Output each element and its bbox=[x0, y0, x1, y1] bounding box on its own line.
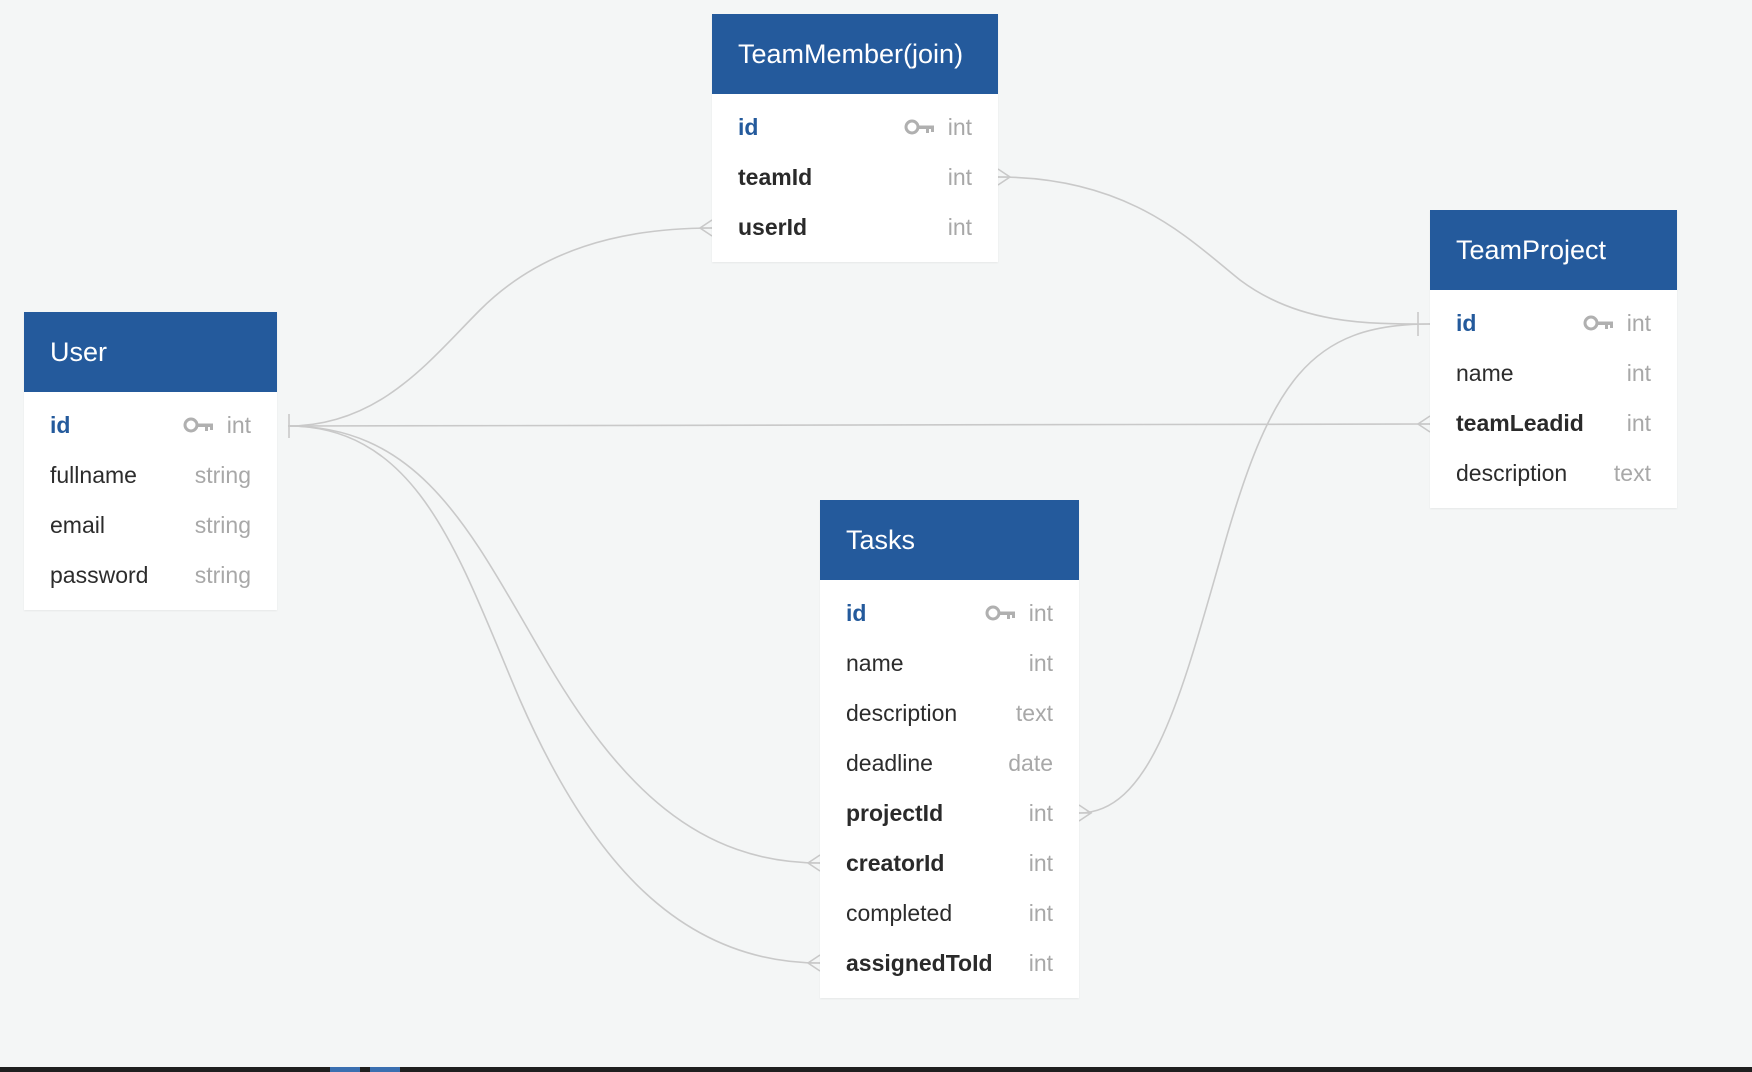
field-row[interactable]: completed int bbox=[820, 888, 1079, 938]
taskbar-accent bbox=[370, 1067, 400, 1072]
many-marker-teammember-teamid bbox=[997, 168, 1012, 186]
field-row[interactable]: password string bbox=[24, 550, 277, 600]
field-type: int bbox=[1626, 410, 1651, 436]
field-row[interactable]: creatorId int bbox=[820, 838, 1079, 888]
field-list: id int name int description text deadlin… bbox=[820, 580, 1079, 998]
field-name: completed bbox=[846, 900, 953, 926]
field-type: int bbox=[226, 412, 251, 438]
field-name: assignedToId bbox=[846, 950, 993, 976]
key-icon bbox=[183, 417, 213, 433]
key-icon bbox=[1583, 315, 1613, 331]
field-name: id bbox=[1456, 310, 1477, 336]
field-list: id int teamId int userId int bbox=[712, 94, 998, 262]
field-name: userId bbox=[738, 214, 808, 240]
field-row[interactable]: assignedToId int bbox=[820, 938, 1079, 988]
table-user[interactable]: User id int fullname string email string bbox=[24, 312, 277, 610]
field-name: fullname bbox=[50, 462, 137, 488]
field-row[interactable]: teamLeadid int bbox=[1430, 398, 1677, 448]
table-tasks[interactable]: Tasks id int name int description text bbox=[820, 500, 1079, 998]
field-row[interactable]: deadline date bbox=[820, 738, 1079, 788]
many-marker-tasks-creatorid bbox=[806, 854, 821, 872]
field-row[interactable]: projectId int bbox=[820, 788, 1079, 838]
field-name: projectId bbox=[846, 800, 944, 826]
field-type: int bbox=[947, 164, 972, 190]
field-type: string bbox=[194, 462, 251, 488]
relation-user-teamproject bbox=[287, 423, 1431, 427]
field-row[interactable]: id int bbox=[1430, 298, 1677, 348]
relation-user-tasks-assigned bbox=[287, 425, 821, 964]
field-row[interactable]: name int bbox=[1430, 348, 1677, 398]
field-name: name bbox=[1456, 360, 1514, 386]
field-name: email bbox=[50, 512, 105, 538]
field-type: int bbox=[1028, 650, 1053, 676]
field-list: id int fullname string email string pass… bbox=[24, 392, 277, 610]
field-type: int bbox=[1028, 950, 1053, 976]
table-title[interactable]: TeamMember(join) bbox=[712, 14, 998, 94]
field-type: int bbox=[1028, 850, 1053, 876]
table-teamproject[interactable]: TeamProject id int name int teamLeadid i… bbox=[1430, 210, 1677, 508]
field-row[interactable]: fullname string bbox=[24, 450, 277, 500]
field-type: int bbox=[947, 114, 972, 140]
taskbar-accent bbox=[330, 1067, 360, 1072]
many-marker-teamproject-teamleadid bbox=[1416, 415, 1431, 433]
field-name: teamId bbox=[738, 164, 813, 190]
field-row[interactable]: userId int bbox=[712, 202, 998, 252]
field-name: description bbox=[846, 700, 958, 726]
field-type: text bbox=[1613, 460, 1651, 486]
field-type: int bbox=[1626, 310, 1651, 336]
field-type: string bbox=[194, 512, 251, 538]
field-type: int bbox=[1028, 600, 1053, 626]
field-name: teamLeadid bbox=[1456, 410, 1584, 436]
table-title[interactable]: Tasks bbox=[820, 500, 1079, 580]
field-name: deadline bbox=[846, 750, 933, 776]
field-row[interactable]: description text bbox=[1430, 448, 1677, 498]
field-name: description bbox=[1456, 460, 1568, 486]
many-marker-teammember-userid bbox=[698, 219, 713, 237]
field-name: id bbox=[50, 412, 71, 438]
field-list: id int name int teamLeadid int descripti… bbox=[1430, 290, 1677, 508]
field-name: id bbox=[846, 600, 867, 626]
key-icon bbox=[904, 119, 934, 135]
relation-tasks-teamproject bbox=[1078, 323, 1431, 814]
field-row[interactable]: email string bbox=[24, 500, 277, 550]
table-title[interactable]: User bbox=[24, 312, 277, 392]
field-row[interactable]: teamId int bbox=[712, 152, 998, 202]
relation-user-tasks-creator bbox=[287, 425, 821, 864]
field-type: int bbox=[1028, 800, 1053, 826]
many-marker-tasks-assignedtoid bbox=[806, 954, 821, 972]
field-row[interactable]: id int bbox=[712, 102, 998, 152]
field-type: int bbox=[1626, 360, 1651, 386]
field-type: date bbox=[1008, 750, 1053, 776]
field-row[interactable]: description text bbox=[820, 688, 1079, 738]
bottom-edge bbox=[0, 1067, 1752, 1072]
field-row[interactable]: name int bbox=[820, 638, 1079, 688]
field-type: string bbox=[194, 562, 251, 588]
field-row[interactable]: id int bbox=[820, 588, 1079, 638]
field-row[interactable]: id int bbox=[24, 400, 277, 450]
field-name: name bbox=[846, 650, 904, 676]
relation-user-teammember bbox=[287, 227, 713, 427]
field-type: text bbox=[1015, 700, 1053, 726]
field-type: int bbox=[947, 214, 972, 240]
table-title[interactable]: TeamProject bbox=[1430, 210, 1677, 290]
key-icon bbox=[985, 605, 1015, 621]
field-name: password bbox=[50, 562, 149, 588]
field-type: int bbox=[1028, 900, 1053, 926]
field-name: id bbox=[738, 114, 759, 140]
many-marker-tasks-projectid bbox=[1078, 804, 1093, 822]
field-name: creatorId bbox=[846, 850, 945, 876]
relation-teammember-teamproject bbox=[997, 176, 1431, 325]
table-teammember[interactable]: TeamMember(join) id int teamId int userI… bbox=[712, 14, 998, 262]
